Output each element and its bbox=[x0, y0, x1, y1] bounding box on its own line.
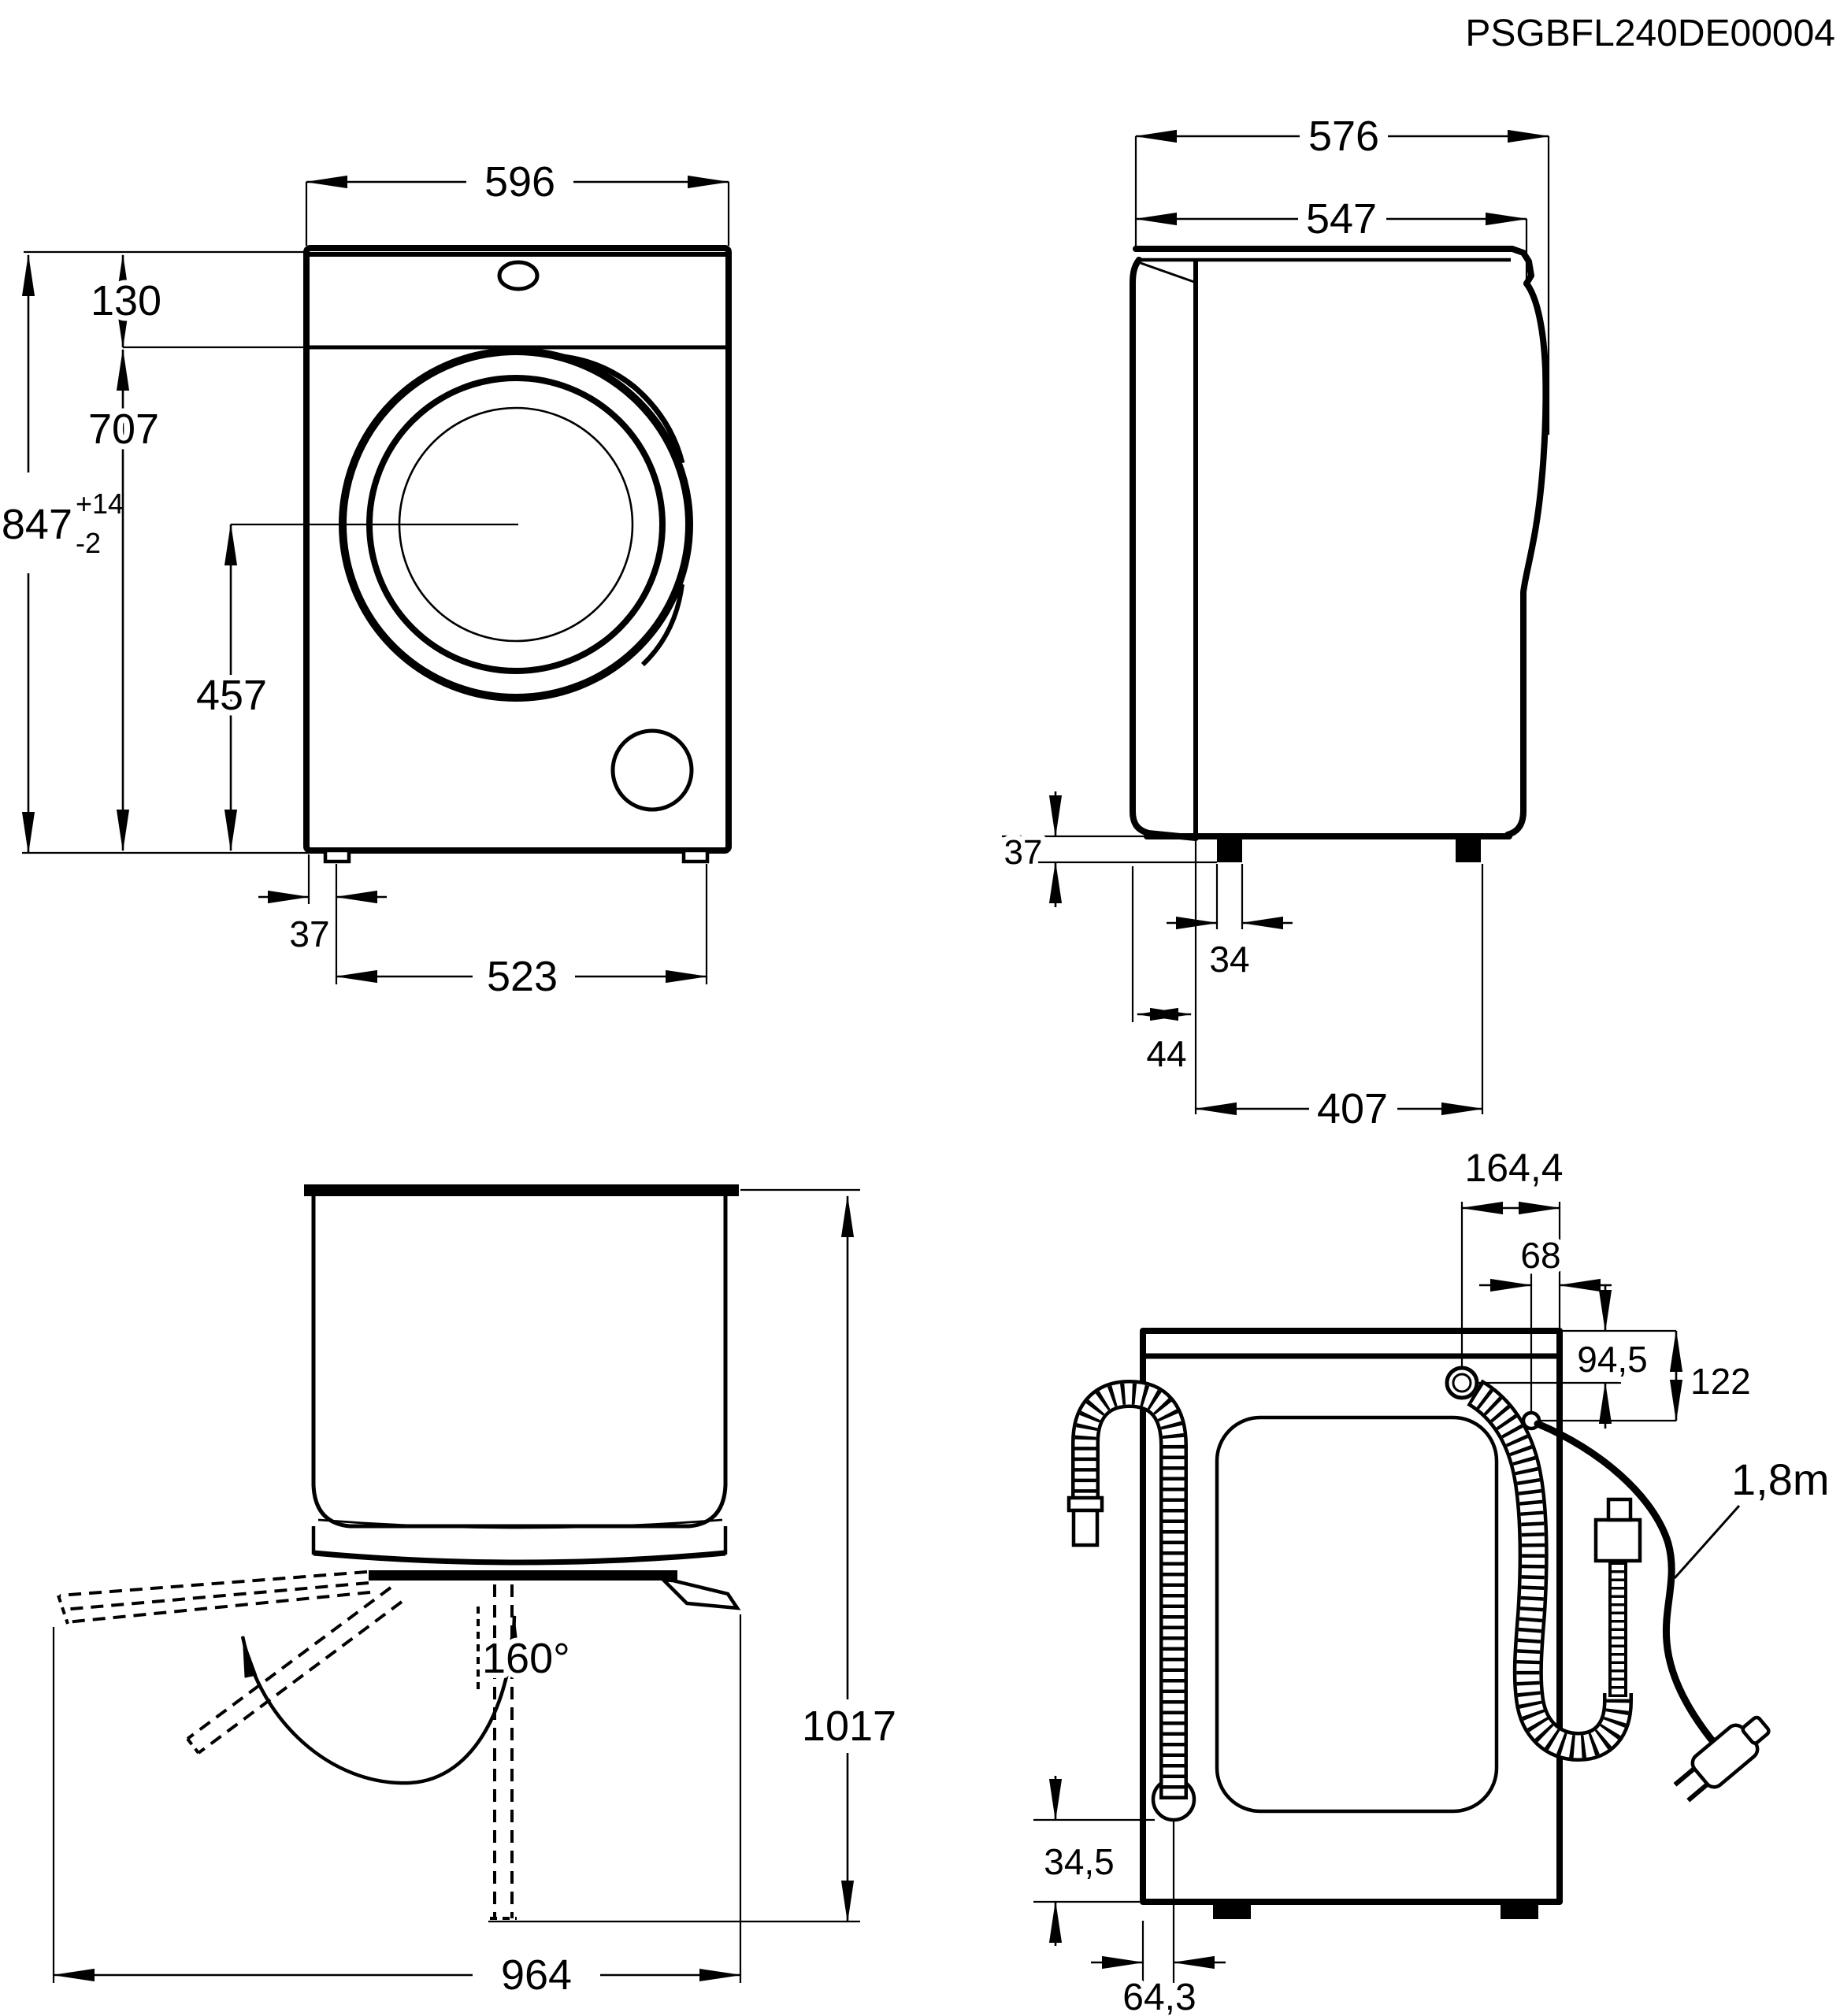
door-swing-arc bbox=[240, 1614, 520, 1785]
front-cabinet-outline bbox=[303, 245, 732, 854]
rear-view: 164,4 68 94,5 122 1,8m bbox=[1033, 1140, 1835, 2016]
dim-side-depth-total: 576 bbox=[1134, 107, 1550, 435]
dim-rear-cord-offset: 68 bbox=[1479, 1229, 1612, 1412]
dim-side-depth-body: 547 bbox=[1134, 190, 1528, 280]
side-door-bulge bbox=[1504, 280, 1549, 838]
dim-label-847: 847 bbox=[2, 501, 72, 548]
document-code: PSGBFL240DE00004 bbox=[1465, 13, 1835, 54]
dim-label-37-front: 37 bbox=[289, 914, 329, 954]
door-handle-lip bbox=[658, 1577, 741, 1610]
side-front-foot bbox=[1217, 836, 1242, 862]
dim-rear-inlet-height: 34,5 bbox=[1033, 1776, 1155, 1946]
dim-label-457: 457 bbox=[196, 672, 267, 719]
dim-label-122: 122 bbox=[1690, 1361, 1751, 1402]
dim-front-width: 596 bbox=[305, 153, 730, 246]
rear-left-foot bbox=[1213, 1902, 1251, 1919]
side-rear-panel-top-seam bbox=[1140, 261, 1195, 284]
dim-label-964: 964 bbox=[501, 1951, 572, 1999]
dim-label-130: 130 bbox=[91, 277, 161, 324]
door-open-positions-dashed bbox=[57, 1570, 517, 1920]
dim-label-1-8m: 1,8m bbox=[1731, 1455, 1830, 1504]
dim-label-596: 596 bbox=[484, 158, 555, 206]
power-cord bbox=[1534, 1420, 1759, 1750]
dim-label-160deg: 160° bbox=[482, 1635, 570, 1682]
program-knob bbox=[497, 260, 540, 291]
dim-side-foot-width: 34 bbox=[1167, 864, 1293, 985]
power-plug bbox=[1673, 1715, 1771, 1803]
dim-label-34-5: 34,5 bbox=[1044, 1841, 1115, 1882]
side-view: 576 547 37 34 44 bbox=[999, 107, 1550, 1138]
top-cabinet-outline bbox=[311, 1196, 728, 1529]
drain-hose-end-fitting bbox=[1067, 1495, 1104, 1513]
dim-label-847-plus: +14 bbox=[76, 487, 124, 520]
dim-label-1017: 1017 bbox=[802, 1703, 896, 1750]
dim-label-707: 707 bbox=[88, 406, 159, 453]
drain-outlet-hole bbox=[1452, 1373, 1472, 1393]
rear-right-foot bbox=[1501, 1902, 1538, 1919]
dim-side-rear-offset: 44 bbox=[1131, 839, 1197, 1114]
dim-front-drum-center: 457 bbox=[191, 523, 518, 852]
dim-top-depth-open: 1017 bbox=[488, 1188, 902, 1923]
dim-rear-drain-offset: 164,4 bbox=[1459, 1140, 1569, 1367]
door-closed-top-edge bbox=[369, 1570, 677, 1581]
dim-side-feet-span: 407 bbox=[1194, 864, 1484, 1138]
inlet-hose-coupling-top bbox=[1606, 1497, 1633, 1522]
top-view-door-open: 160° 1017 964 bbox=[52, 1184, 902, 2004]
side-rear-foot bbox=[1456, 836, 1481, 862]
dim-label-68: 68 bbox=[1520, 1235, 1560, 1276]
drain-outlet-ring bbox=[1445, 1366, 1479, 1400]
label-cord-length: 1,8m bbox=[1673, 1449, 1835, 1579]
dim-front-total-height: 847 +14 -2 bbox=[0, 250, 309, 854]
dim-label-64-3: 64,3 bbox=[1122, 1977, 1196, 2016]
rear-cabinet-outline bbox=[1140, 1328, 1563, 1905]
dim-label-44: 44 bbox=[1146, 1033, 1186, 1074]
drain-hose bbox=[1067, 1394, 1174, 1799]
front-right-foot bbox=[681, 848, 710, 864]
rear-recess-panel bbox=[1215, 1415, 1499, 1814]
dim-label-94-5: 94,5 bbox=[1577, 1339, 1648, 1380]
top-front-seam bbox=[317, 1518, 723, 1529]
dim-front-feet-span: 523 bbox=[335, 864, 708, 1006]
inlet-hose bbox=[1475, 1392, 1642, 1747]
drain-pump-cover bbox=[610, 728, 694, 812]
dim-front-foot-offset: 37 bbox=[258, 854, 387, 984]
top-rear-edge-bar bbox=[304, 1184, 739, 1196]
dim-label-847-minus: -2 bbox=[76, 527, 101, 559]
dim-label-164-4: 164,4 bbox=[1464, 1146, 1563, 1190]
front-view: 596 847 +14 -2 130 707 457 bbox=[0, 153, 732, 1006]
dim-label-523: 523 bbox=[487, 953, 558, 1000]
top-front-panel-edge bbox=[313, 1550, 726, 1566]
dim-top-width-open: 964 bbox=[52, 1614, 742, 2004]
dim-rear-drain-height: 94,5 bbox=[1477, 1285, 1653, 1429]
dim-side-plinth-height: 37 bbox=[999, 791, 1217, 907]
dim-front-door-center-height: 707 bbox=[83, 348, 165, 852]
dim-rear-cord-height: 122 bbox=[1539, 1329, 1757, 1422]
dim-rear-inlet-offset: 64,3 bbox=[1091, 1820, 1226, 2016]
side-rear-panel-outer bbox=[1130, 257, 1199, 841]
dim-label-576: 576 bbox=[1308, 113, 1379, 160]
front-left-foot bbox=[323, 848, 351, 864]
dim-front-panel-height: 130 bbox=[85, 254, 306, 349]
drain-hose-end-cap bbox=[1071, 1508, 1100, 1547]
dim-label-547: 547 bbox=[1306, 195, 1377, 243]
dim-label-407: 407 bbox=[1317, 1085, 1388, 1132]
dim-label-34: 34 bbox=[1209, 939, 1249, 980]
dim-label-37-side: 37 bbox=[1004, 833, 1043, 872]
inlet-hose-coupling bbox=[1593, 1518, 1642, 1563]
